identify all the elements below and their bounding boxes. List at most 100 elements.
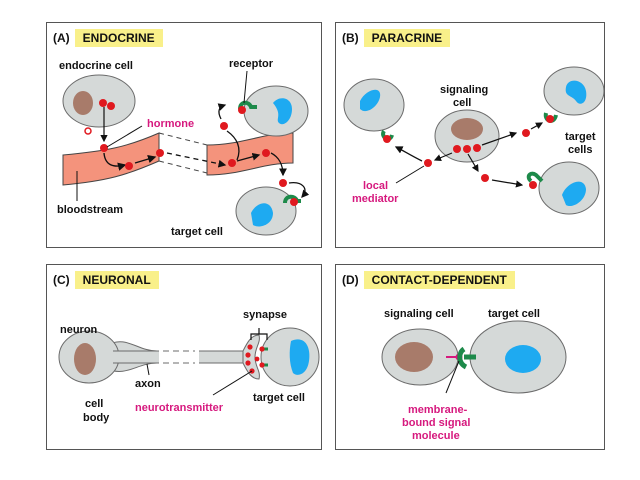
panel-header: (A) ENDOCRINE	[53, 29, 163, 47]
label-cell-body: cell	[85, 398, 103, 410]
leader-line	[243, 70, 248, 104]
leader-line	[395, 165, 425, 184]
hormone-path	[166, 152, 227, 168]
panel-title: ENDOCRINE	[74, 29, 163, 47]
leader-line	[106, 125, 143, 148]
nucleus	[360, 89, 381, 112]
label-endocrine-cell: endocrine cell	[59, 60, 133, 72]
label-signaling-cell: signaling	[440, 84, 488, 96]
label-membrane-bound-signal: molecule	[412, 430, 460, 442]
nucleus	[395, 342, 433, 372]
label-hormone: hormone	[147, 118, 194, 130]
label-target-cells: target	[565, 131, 596, 143]
nucleus	[505, 345, 541, 373]
nucleus	[451, 118, 483, 140]
hormone-path	[134, 154, 157, 164]
mediator-path	[491, 179, 524, 188]
panel-title: NEURONAL	[74, 271, 159, 289]
neuronal-diagram: synapse neuron axon cell body neurotrans…	[58, 309, 320, 424]
paracrine-diagram: signaling cell target cells local mediat…	[343, 66, 605, 215]
mediator-dot	[522, 129, 530, 137]
label-axon: axon	[135, 378, 161, 390]
mediator-dot	[463, 145, 471, 153]
mediator-dot	[473, 144, 481, 152]
label-receptor: receptor	[229, 58, 274, 70]
label-local-mediator: local	[363, 180, 388, 192]
panel-letter: (C)	[53, 273, 70, 287]
axon-gap	[163, 350, 195, 364]
panel-header: (D) CONTACT-DEPENDENT	[342, 271, 515, 289]
hormone-dot	[228, 159, 236, 167]
mediator-path	[394, 146, 423, 162]
hormone-path	[226, 130, 240, 161]
nucleus	[289, 339, 310, 375]
panel-endocrine: (A) ENDOCRINE	[46, 22, 322, 248]
bloodstream-gap	[158, 132, 208, 174]
mediator-path	[433, 152, 453, 162]
hormone-dot	[220, 122, 228, 130]
label-neuron: neuron	[60, 324, 98, 336]
label-cell-body: body	[83, 412, 110, 424]
hormone-path	[236, 152, 261, 162]
panel-header: (B) PARACRINE	[342, 29, 451, 47]
label-target-cell: target cell	[253, 392, 305, 404]
nucleus	[562, 181, 586, 207]
nucleus	[273, 98, 292, 125]
mediator-path	[467, 153, 479, 173]
panel-letter: (A)	[53, 31, 70, 45]
panel-letter: (D)	[342, 273, 359, 287]
mediator-path	[481, 131, 518, 146]
panel-neuronal: (C) NEURONAL synapse neuron	[46, 264, 322, 450]
neurotransmitter-dot	[259, 346, 265, 352]
nucleus	[73, 91, 93, 115]
leader-line	[146, 363, 150, 376]
label-target-cell: target cell	[171, 226, 223, 238]
panel-header: (C) NEURONAL	[53, 271, 159, 289]
axon	[113, 351, 159, 363]
synapse-bracket	[250, 328, 268, 340]
neurotransmitter-dot	[245, 360, 251, 366]
panel-paracrine: (B) PARACRINE	[335, 22, 605, 248]
panel-letter: (B)	[342, 31, 359, 45]
receptor-icon	[457, 346, 476, 370]
endocrine-diagram: endocrine cell hormone receptor bloodstr…	[57, 58, 310, 238]
hormone-dot	[107, 102, 115, 110]
contact-dependent-diagram: signaling cell target cell membrane- bou…	[381, 308, 567, 442]
hormone-dot	[290, 198, 298, 206]
secretion-marker	[84, 127, 92, 135]
hormone-dot	[262, 149, 270, 157]
panel-title: PARACRINE	[363, 29, 451, 47]
neurotransmitter-dot	[259, 362, 265, 368]
bloodstream-segment	[206, 132, 294, 176]
mediator-dot	[453, 145, 461, 153]
hormone-dot	[125, 162, 133, 170]
axon	[199, 351, 243, 363]
hormone-dot	[156, 149, 164, 157]
hormone-dot	[100, 144, 108, 152]
axon-terminal	[242, 334, 260, 380]
mediator-dot	[383, 135, 391, 143]
nucleus	[565, 80, 587, 104]
neurotransmitter-dot	[254, 356, 260, 362]
target-cell	[243, 85, 309, 137]
label-neurotransmitter: neurotransmitter	[135, 402, 224, 414]
hormone-path	[103, 152, 127, 171]
neurotransmitter-dot	[247, 344, 253, 350]
label-target-cell: target cell	[488, 308, 540, 320]
mediator-dot	[529, 181, 537, 189]
hormone-path	[270, 152, 287, 177]
leader-line	[445, 360, 460, 394]
panel-contact-dependent: (D) CONTACT-DEPENDENT signaling cell tar…	[335, 264, 605, 450]
mediator-dot	[546, 115, 554, 123]
mediator-path	[530, 122, 544, 130]
hormone-path	[217, 103, 227, 120]
nucleus	[74, 343, 96, 375]
label-synapse: synapse	[243, 309, 287, 321]
receptor-icon	[526, 171, 544, 183]
neurotransmitter-dot	[245, 352, 251, 358]
label-membrane-bound-signal: bound signal	[402, 417, 470, 429]
hormone-dot	[99, 99, 107, 107]
panel-title: CONTACT-DEPENDENT	[363, 271, 515, 289]
hormone-dot	[279, 179, 287, 187]
mediator-dot	[424, 159, 432, 167]
